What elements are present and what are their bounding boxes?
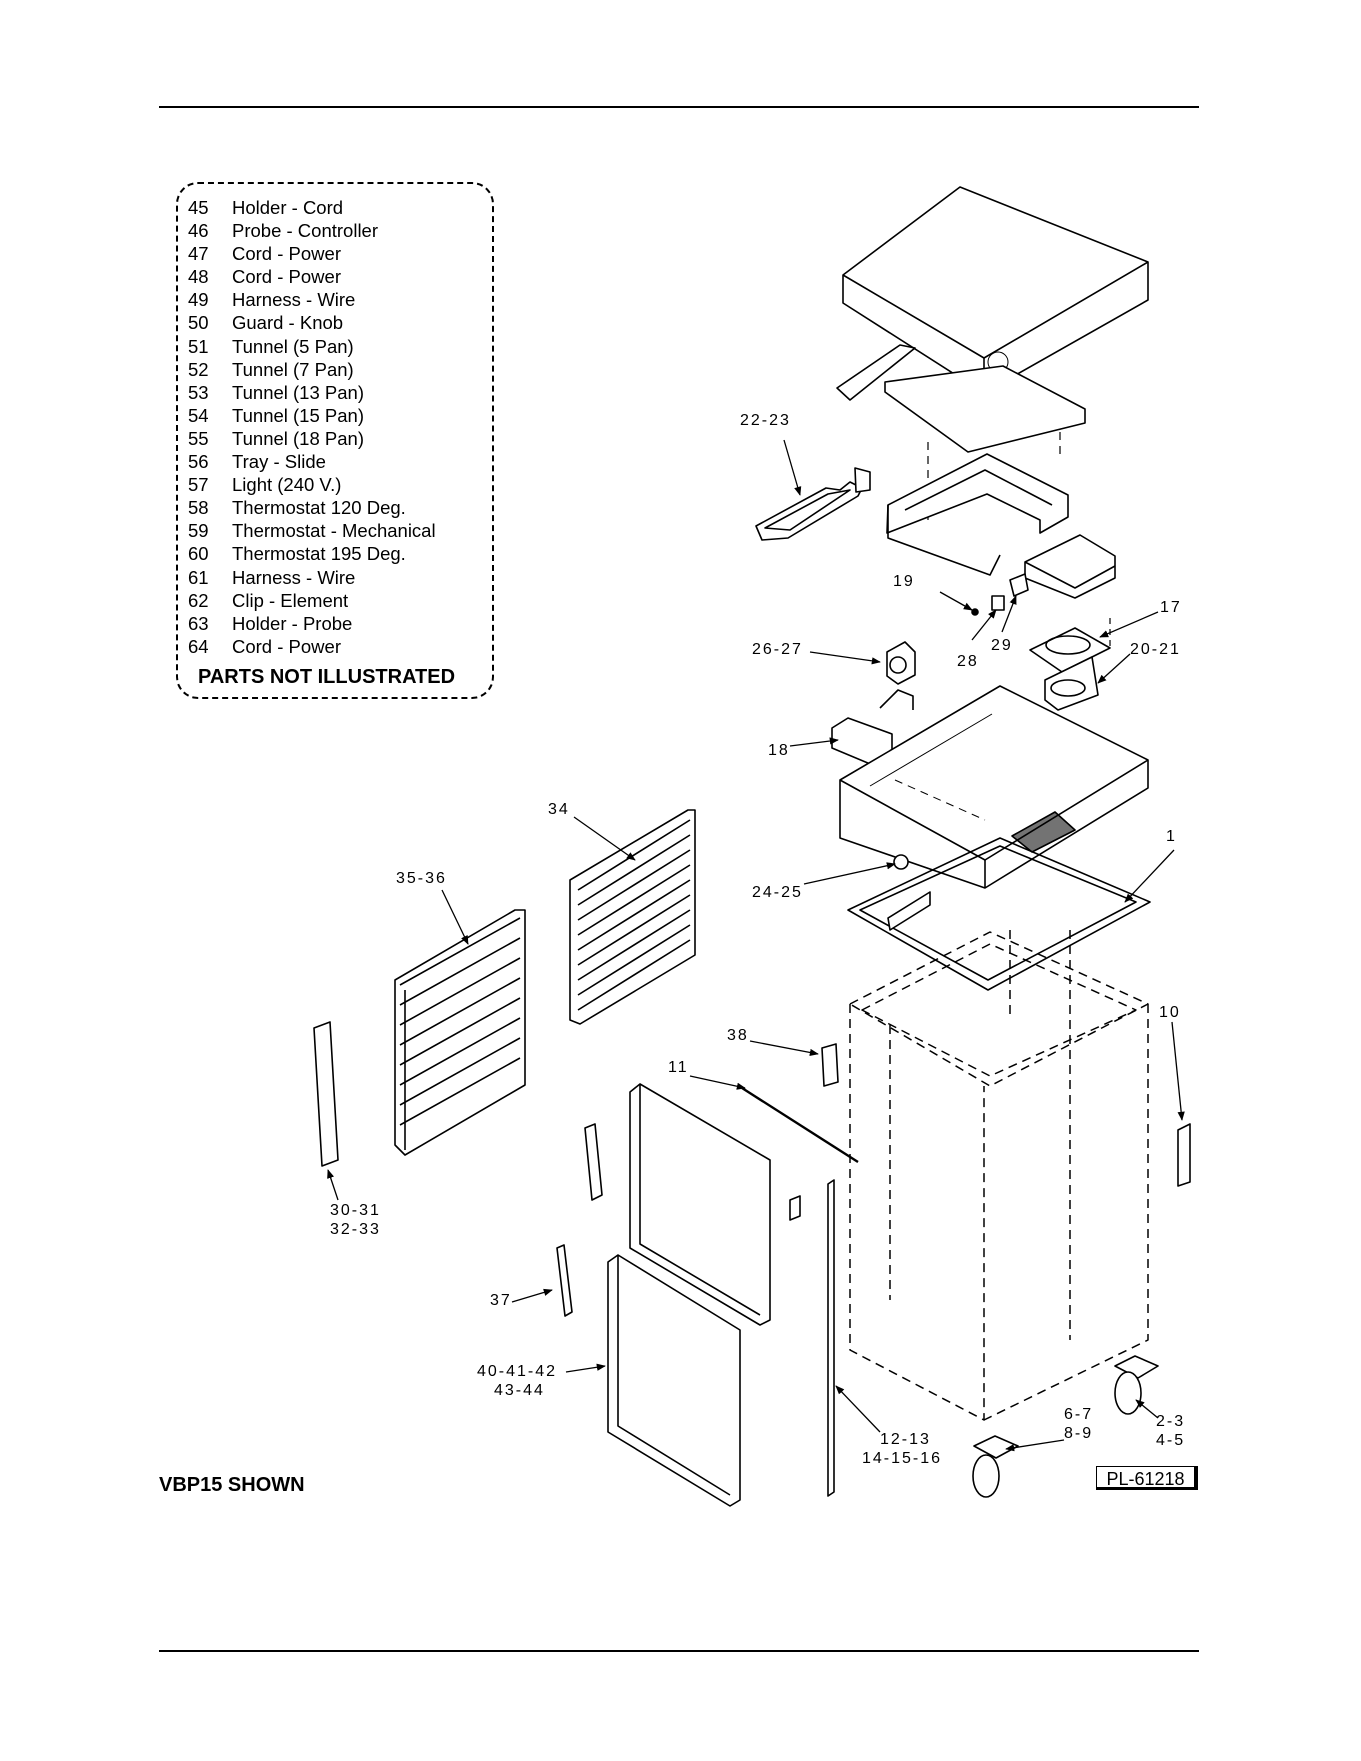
fan-part-26-27 xyxy=(879,641,916,710)
callout-12-13: 12-13 xyxy=(880,1431,931,1448)
callout-1: 1 xyxy=(1166,828,1177,845)
callout-17: 17 xyxy=(1160,599,1182,616)
bottom-rule xyxy=(159,1650,1199,1652)
callout-24-25: 24-25 xyxy=(752,884,803,901)
callout-14-15-16: 14-15-16 xyxy=(862,1450,943,1467)
gasket-part-1 xyxy=(847,837,1151,991)
callout-18: 18 xyxy=(768,742,790,759)
callout-30-31: 30-31 xyxy=(330,1202,381,1219)
callout-29: 29 xyxy=(991,637,1013,654)
cabinet xyxy=(849,930,1149,1421)
latch-part-38 xyxy=(821,1043,839,1087)
callout-37: 37 xyxy=(490,1292,512,1309)
callout-38: 38 xyxy=(727,1027,749,1044)
callout-43-44: 43-44 xyxy=(494,1382,545,1399)
gasket-strip-part-12-16 xyxy=(827,1179,835,1497)
model-note: VBP15 SHOWN xyxy=(159,1474,305,1496)
top-rule xyxy=(159,106,1199,108)
rod-part-11 xyxy=(741,1086,859,1164)
top-cover xyxy=(842,186,1149,394)
hinge-part-37 xyxy=(556,1244,573,1317)
element-bracket xyxy=(1024,534,1116,711)
caster-part-6-7 xyxy=(972,1435,1019,1498)
parts-box-title: PARTS NOT ILLUSTRATED xyxy=(198,666,456,688)
upper-door xyxy=(629,1083,771,1326)
callout-4-5: 4-5 xyxy=(1156,1432,1186,1449)
rail-part-30-31 xyxy=(313,1021,339,1167)
callout-20-21: 20-21 xyxy=(1130,641,1181,658)
callout-10: 10 xyxy=(1159,1004,1181,1021)
base-pan xyxy=(839,685,1149,889)
drawing-id-label: PL-61218 xyxy=(1096,1466,1198,1490)
tunnel-frame xyxy=(886,453,1069,576)
callout-26-27: 26-27 xyxy=(752,641,803,658)
callout-35-36: 35-36 xyxy=(396,870,447,887)
top-strip xyxy=(836,344,916,401)
callout-34: 34 xyxy=(548,801,570,818)
caster-part-2-3 xyxy=(1114,1355,1159,1415)
top-plate xyxy=(884,365,1086,453)
callout-8-9: 8-9 xyxy=(1064,1425,1094,1442)
callout-40-41-42: 40-41-42 xyxy=(477,1363,558,1380)
callout-11: 11 xyxy=(668,1059,689,1076)
rack-part-34 xyxy=(569,809,696,1025)
rack-part-35-36 xyxy=(394,909,526,1156)
callout-19: 19 xyxy=(893,573,915,590)
lower-door xyxy=(607,1254,741,1507)
callout-22-23: 22-23 xyxy=(740,412,791,429)
callout-6-7: 6-7 xyxy=(1064,1406,1094,1423)
tray-part-22-23 xyxy=(755,467,871,541)
handle-part-10 xyxy=(1177,1123,1191,1187)
callout-28: 28 xyxy=(957,653,979,670)
callout-32-33: 32-33 xyxy=(330,1221,381,1238)
callout-2-3: 2-3 xyxy=(1156,1413,1186,1430)
